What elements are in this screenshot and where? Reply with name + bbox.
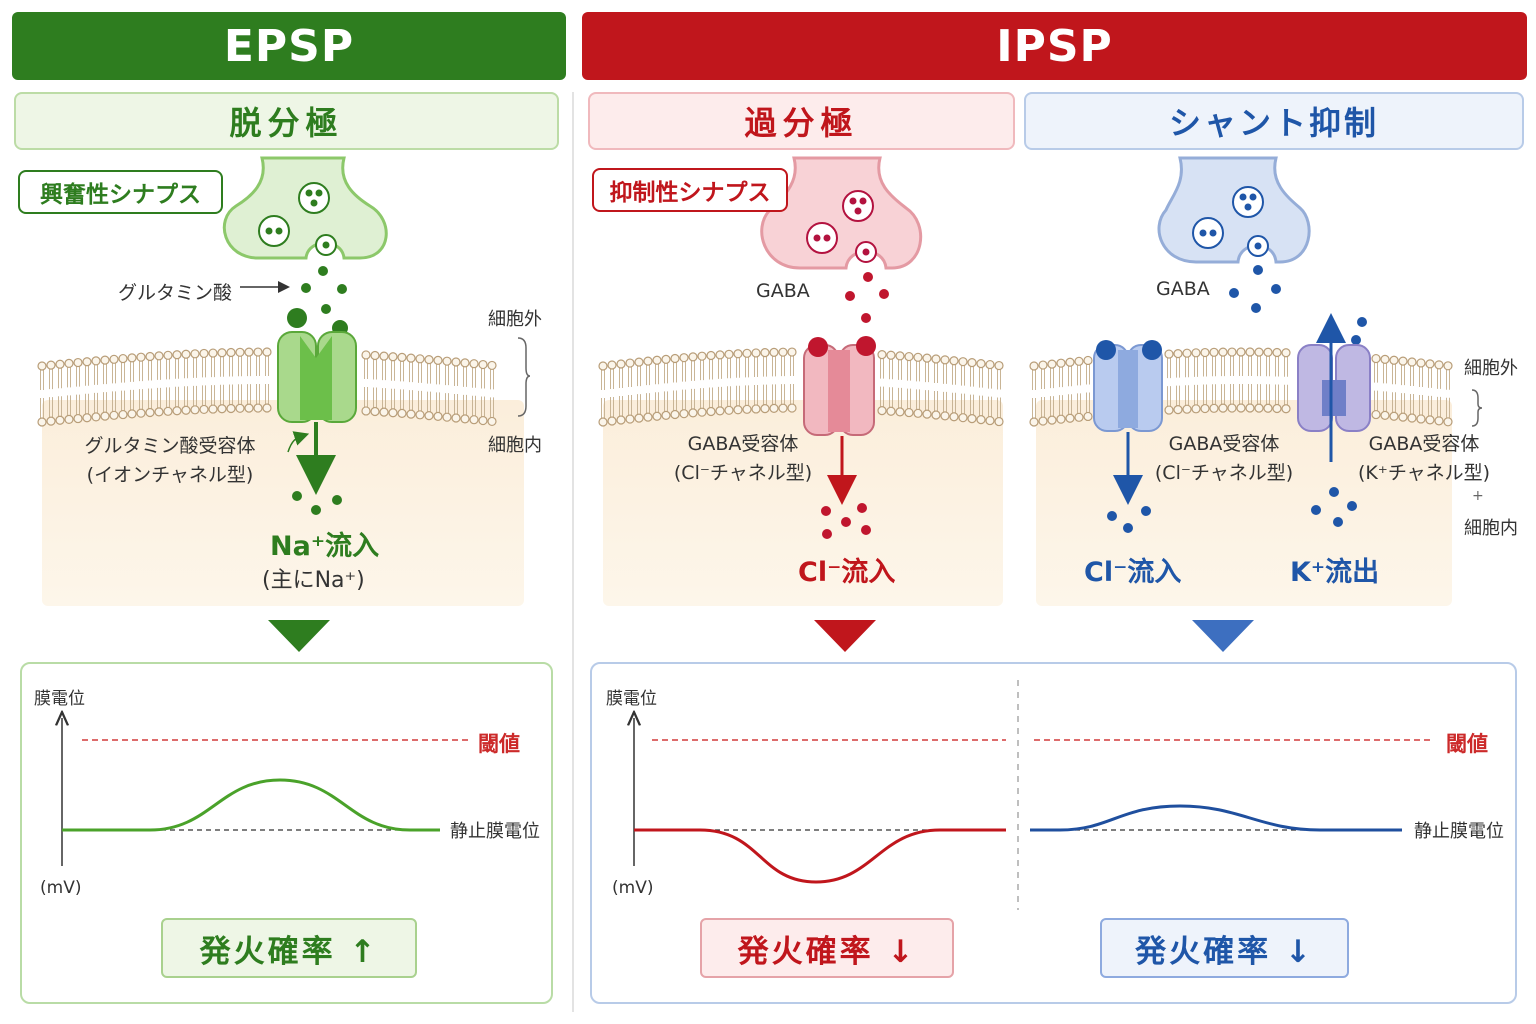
glutamate-receptor-label-line2: (イオンチャネル型) <box>86 464 254 486</box>
gaba-k-receptor-label-line2: (K⁺チャネル型) <box>1357 462 1491 484</box>
gaba-cl-receptor-label-hyper-line2: (Cl⁻チャネル型) <box>673 462 813 484</box>
gaba-molecules-hyper <box>845 272 889 323</box>
svg-text:+: + <box>1472 488 1484 504</box>
gaba-cl-receptor-label-hyper-line1: GABA受容体 <box>687 433 799 455</box>
shunt-lipid-bilayer <box>1029 347 1453 427</box>
shunt-trace <box>1030 804 1402 832</box>
shunt-firing-probability: 発火確率 ↓ <box>1100 918 1349 978</box>
intracellular-label: 細胞内 <box>488 435 542 456</box>
gaba-label-hyper: GABA <box>756 280 810 302</box>
epsp-threshold-label: 閾値 <box>478 732 520 756</box>
shunt-down-triangle <box>1192 620 1254 652</box>
extracellular-label-shunt: 細胞外 <box>1464 358 1518 379</box>
epsp-graph-box <box>20 662 553 1004</box>
hyper-lipid-bilayer <box>598 347 1004 427</box>
hyper-firing-probability: 発火確率 ↓ <box>700 918 954 978</box>
shunt-presynaptic-terminal <box>1157 156 1311 264</box>
gaba-receptor-cl-shunt <box>1093 340 1163 432</box>
hyper-vesicle <box>806 222 838 254</box>
epsp-cell-interior <box>42 400 524 606</box>
membrane-diagram: + <box>37 156 1484 606</box>
na-note-label: (主にNa⁺) <box>262 568 365 593</box>
gaba-k-receptor-label-line1: GABA受容体 <box>1368 433 1480 455</box>
section-divider <box>572 92 574 1012</box>
na-influx-label: Na⁺流入 <box>270 531 380 562</box>
glutamate-receptor <box>277 331 357 423</box>
ipsp-hyper-cell-interior <box>603 400 1003 606</box>
gaba-receptor-cl-hyper <box>803 336 876 436</box>
epsp-vesicle <box>298 182 330 214</box>
epsp-ylabel: 膜電位 <box>34 689 85 709</box>
epsp-lipid-bilayer <box>37 347 497 427</box>
glutamate-molecules <box>287 266 348 336</box>
epsp-header: EPSP <box>12 12 566 80</box>
glutamate-label: グルタミン酸 <box>118 282 233 304</box>
extracellular-label: 細胞外 <box>488 309 542 330</box>
inhibitory-synapse-tag: 抑制性シナプス <box>592 168 788 212</box>
depolarization-title: 脱分極 <box>14 92 559 150</box>
intracellular-label-shunt: 細胞内 <box>1464 518 1518 539</box>
gaba-cl-receptor-label-hyper: GABA受容体 (Cl⁻チャネル型) <box>648 430 838 488</box>
shunt-threshold-label: 閾値 <box>1446 732 1488 756</box>
epsp-firing-probability: 発火確率 ↑ <box>161 918 417 978</box>
gaba-cl-receptor-label-shunt-line1: GABA受容体 <box>1168 433 1280 455</box>
epsp-vesicle <box>258 215 290 247</box>
shunt-resting-label: 静止膜電位 <box>1414 821 1504 842</box>
membrane-potential-graphs <box>0 680 1430 910</box>
gaba-cl-receptor-label-shunt: GABA受容体 (Cl⁻チャネル型) <box>1148 430 1300 488</box>
transition-arrows <box>268 620 1254 652</box>
shunt-vesicle <box>1192 217 1224 249</box>
shunt-vesicle <box>1232 186 1264 218</box>
excitatory-synapse-tag: 興奮性シナプス <box>18 170 223 214</box>
glutamate-receptor-label: グルタミン酸受容体 (イオンチャネル型) <box>70 432 270 490</box>
ipsp-ylabel: 膜電位 <box>606 689 657 709</box>
epsp-resting-label: 静止膜電位 <box>450 821 540 842</box>
ipsp-shunt-cell-interior <box>1036 400 1452 606</box>
shunting-inhibition-title: シャント抑制 <box>1024 92 1524 150</box>
epsp-down-triangle <box>268 620 330 652</box>
epsp-trace <box>62 778 440 832</box>
hyperpolarization-title: 過分極 <box>588 92 1015 150</box>
ipsp-header: IPSP <box>582 12 1527 80</box>
gaba-label-shunt: GABA <box>1156 278 1210 300</box>
cl-influx-label-hyper: Cl⁻流入 <box>798 557 896 588</box>
hyper-vesicle <box>842 190 874 222</box>
epsp-unit: (mV) <box>40 878 82 898</box>
ipsp-unit: (mV) <box>612 878 654 898</box>
gaba-receptor-k <box>1297 344 1371 432</box>
k-efflux-label: K⁺流出 <box>1290 557 1380 588</box>
hyper-trace <box>634 828 1006 884</box>
gaba-k-receptor-label: GABA受容体 (K⁺チャネル型) <box>1348 430 1500 488</box>
gaba-molecules-shunt <box>1229 265 1367 345</box>
glutamate-receptor-label-line1: グルタミン酸受容体 <box>84 435 256 457</box>
cl-influx-label-shunt: Cl⁻流入 <box>1084 557 1182 588</box>
hyper-down-triangle <box>814 620 876 652</box>
gaba-cl-receptor-label-shunt-line2: (Cl⁻チャネル型) <box>1154 462 1294 484</box>
